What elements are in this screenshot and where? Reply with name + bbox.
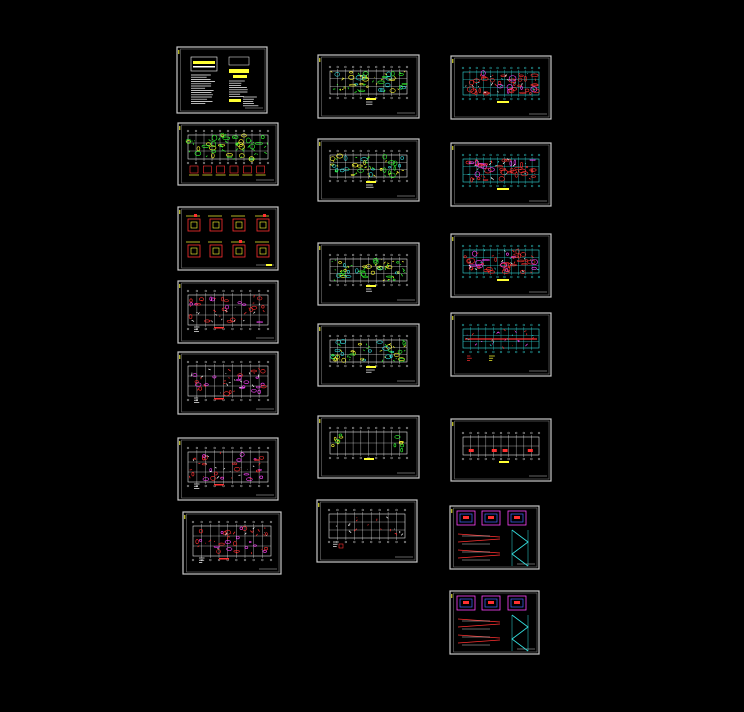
drawing-sheet (176, 46, 268, 114)
drawing-sheet (450, 142, 552, 207)
drawing-sheet (449, 590, 540, 655)
sheet-frame (176, 46, 268, 114)
drawing-sheet (317, 323, 420, 387)
drawing-sheet (450, 55, 552, 120)
sheet-frame (317, 323, 420, 387)
drawing-sheet (316, 499, 418, 563)
drawing-sheet (450, 312, 552, 377)
drawing-sheet (317, 415, 420, 479)
drawing-sheet (177, 122, 279, 186)
drawing-sheet (177, 437, 279, 501)
drawing-sheet (177, 206, 279, 271)
drawing-sheet (317, 242, 420, 306)
drawing-sheet (177, 280, 279, 344)
sheets-layer (176, 46, 552, 655)
drawing-sheet (182, 511, 282, 575)
drawing-sheet (450, 418, 552, 482)
sheet-frame (177, 206, 279, 271)
drawing-sheet (177, 351, 279, 415)
drawing-sheet (449, 505, 540, 570)
sheet-frame (182, 511, 282, 575)
sheet-frame (177, 280, 279, 344)
drawing-sheet (317, 54, 420, 119)
sheet-frame (177, 437, 279, 501)
sheet-frame (316, 499, 418, 563)
drawing-sheet (317, 138, 420, 202)
drawing-sheet (450, 233, 552, 298)
